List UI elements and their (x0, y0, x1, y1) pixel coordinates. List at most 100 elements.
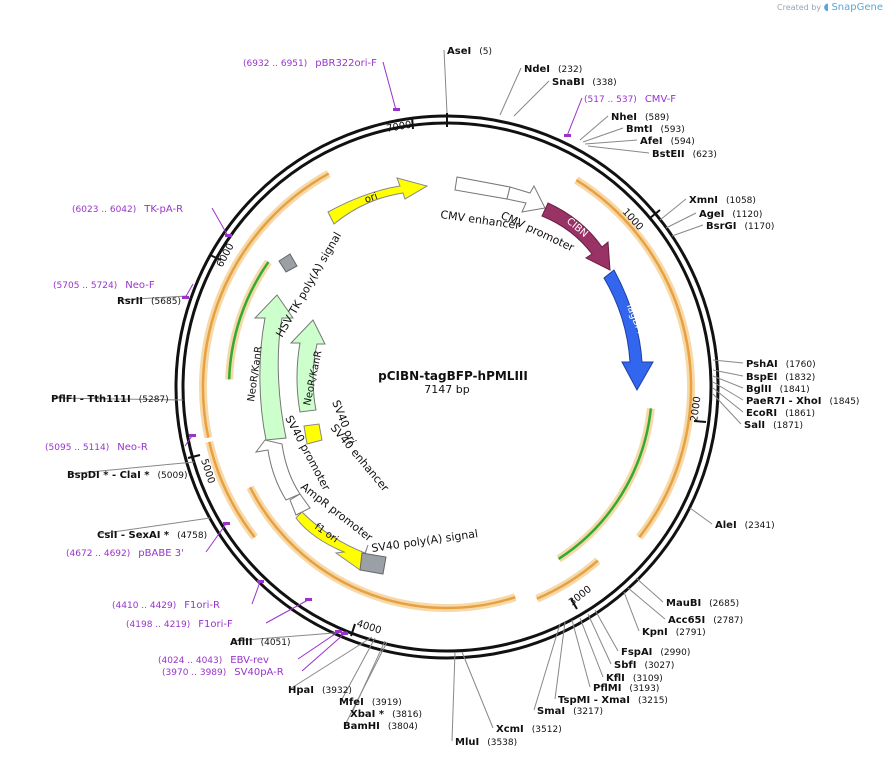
arc-green-left (227, 261, 270, 380)
site-name: BmtI (626, 124, 653, 135)
site-name: PshAI (746, 359, 778, 370)
primer-leader (184, 283, 194, 299)
feature-arcs (199, 170, 695, 612)
primer-range: (4198 .. 4219) (126, 620, 190, 630)
site-leader (351, 640, 386, 714)
primer-label: (6023 .. 6042)TK-pA-R (72, 204, 183, 215)
site-position: (1760) (786, 360, 816, 370)
site-leader (623, 591, 640, 632)
primer-name: pBR322ori-F (315, 58, 377, 69)
site-leader (118, 295, 188, 301)
primer-leader (382, 61, 397, 111)
site-leader (52, 397, 184, 401)
primer-leader (205, 523, 227, 553)
site-name: XmnI (689, 195, 718, 206)
site-position: (594) (671, 137, 695, 147)
site-position: (2791) (676, 628, 706, 638)
site-leader (712, 369, 744, 377)
site-label: AleI(2341) (715, 520, 775, 531)
primer-label: (5705 .. 5724)Neo-F (53, 280, 155, 291)
primer-annotations: (6932 .. 6951)pBR322ori-F(517 .. 537)CMV… (45, 58, 676, 678)
arc-inner-right (536, 559, 599, 600)
primer-mark-icon (223, 522, 230, 525)
primer-leader (297, 631, 339, 660)
site-position: (232) (558, 65, 582, 75)
site-label: MluI(3538) (455, 737, 517, 748)
site-position: (1871) (773, 421, 803, 431)
site-position: (2341) (745, 521, 775, 531)
tick-2000: 2000 (689, 396, 703, 423)
site-label: PflMI(3193) (593, 683, 659, 694)
site-label: Acc65I(2787) (668, 615, 743, 626)
primer-mark-icon (189, 434, 196, 437)
site-position: (3919) (372, 698, 402, 708)
site-name: EcoRI (746, 408, 777, 419)
primer-name: F1ori-R (184, 600, 220, 611)
arc-bottom (248, 486, 516, 610)
primer-mark-icon (225, 234, 232, 237)
site-label: BspEI(1832) (746, 372, 815, 383)
tick-3000: 3000 (567, 584, 594, 608)
arc-left-lower (208, 441, 256, 538)
primer-range: (5095 .. 5114) (45, 443, 109, 453)
site-position: (4758) (177, 531, 207, 541)
site-leader (582, 127, 624, 143)
site-leader (671, 224, 704, 237)
primer-mark-icon (335, 630, 342, 633)
label-sv40-enhancer: SV40 enhancer (328, 422, 392, 495)
site-name: BglII (746, 384, 772, 395)
site-position: (1120) (732, 210, 762, 220)
site-label: SbfI(3027) (614, 660, 674, 671)
site-position: (5287) (139, 395, 169, 405)
site-label: SalI(1871) (744, 420, 803, 431)
site-position: (589) (645, 113, 669, 123)
site-label: KpnI(2791) (642, 627, 706, 638)
site-label: SnaBI(338) (552, 77, 617, 88)
site-leader (712, 359, 744, 364)
site-label: AgeI(1120) (699, 209, 762, 220)
feature-ampr-promoter (289, 493, 311, 516)
site-label: HpaI(3932) (288, 685, 352, 696)
primer-name: CMV-F (645, 94, 676, 105)
feature-neo-inner (289, 319, 326, 413)
primer-label: (3970 .. 3989)SV40pA-R (162, 667, 284, 678)
site-label: PshAI (1760) (746, 359, 816, 370)
site-leader (533, 623, 561, 711)
site-leader (587, 613, 612, 665)
site-name: RsrII (117, 296, 143, 307)
site-name: BstEII (652, 149, 685, 160)
label-ori: ori (363, 191, 379, 206)
site-name: BspEI (746, 372, 777, 383)
primer-range: (6932 .. 6951) (243, 59, 307, 69)
arc-green-right-halo (556, 408, 655, 563)
site-leader (665, 212, 697, 229)
watermark: Created by ◖ SnapGene (777, 2, 883, 13)
tick-7000: 7000 (386, 120, 413, 135)
site-position: (1861) (785, 409, 815, 419)
arc-left-upper (201, 172, 330, 438)
site-leader (579, 617, 604, 678)
site-name: CsiI - SexAI * (97, 530, 170, 541)
site-position: (3512) (532, 725, 562, 735)
primer-mark-icon (564, 134, 571, 137)
primer-name: TK-pA-R (143, 204, 183, 215)
site-label: BamHI(3804) (343, 721, 418, 732)
site-position: (3932) (322, 686, 352, 696)
site-name: Acc65I (668, 615, 705, 626)
site-name: PflFI - Tth111I (51, 394, 131, 405)
site-leader (659, 198, 687, 221)
site-leader (635, 577, 664, 603)
site-position: (4051) (261, 638, 291, 648)
site-leader (451, 651, 456, 742)
primer-label: (4672 .. 4692)pBABE 3' (66, 548, 184, 559)
site-name: SnaBI (552, 77, 584, 88)
primer-leader (184, 435, 193, 447)
site-position: (3804) (388, 722, 418, 732)
primer-label: (5095 .. 5114)Neo-R (45, 442, 148, 453)
site-name: BspDI * - ClaI * (67, 470, 150, 481)
site-position: (3816) (392, 710, 422, 720)
site-name: MauBI (666, 598, 701, 609)
site-label: TspMI - XmaI(3215) (558, 695, 668, 706)
site-name: SmaI (537, 706, 565, 717)
site-leader (712, 387, 744, 413)
